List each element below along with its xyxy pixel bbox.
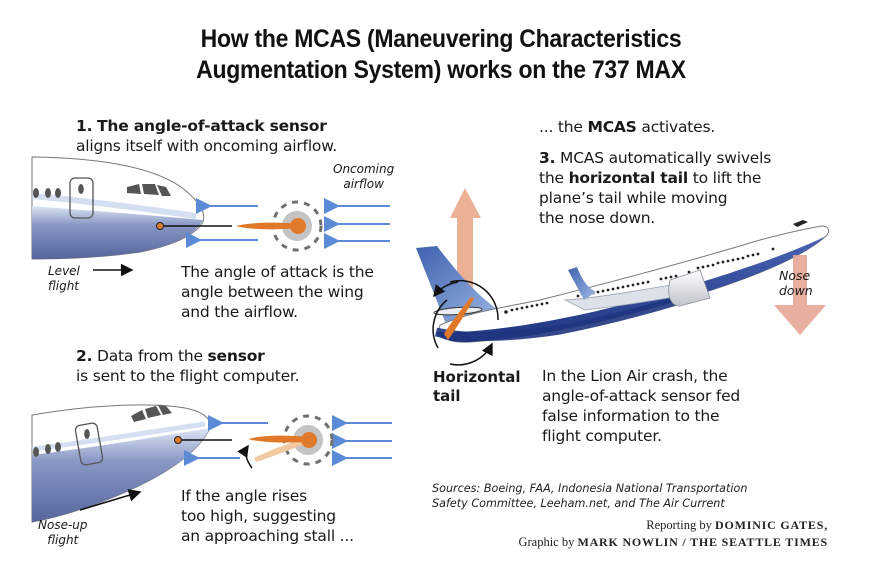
oncoming-airflow-label: Oncoming airflow xyxy=(333,162,395,191)
airflow-arrows-2 xyxy=(184,415,392,466)
nose-down-label: Nose down xyxy=(779,268,813,298)
step2-heading-bold: sensor xyxy=(207,347,265,365)
cockpit-window-icon xyxy=(131,405,172,422)
reporting-credit: Reporting by DOMINIC GATES, xyxy=(646,518,828,532)
step2-number: 2. xyxy=(76,347,93,365)
airflow-arrows-1 xyxy=(186,198,390,249)
boeing-737-max-plane xyxy=(416,220,830,343)
tail-rotation-indicator xyxy=(432,279,499,366)
title-line-2: Augmentation System) works on the 737 MA… xyxy=(196,56,686,84)
step3-heading: 3. MCAS automatically swivels the horizo… xyxy=(539,149,772,227)
level-flight-plane-nose xyxy=(31,156,232,260)
nose-up-plane-nose xyxy=(31,404,232,523)
nose-down-arrow xyxy=(774,255,826,335)
graphic-author-name: MARK NOWLIN / THE SEATTLE TIMES xyxy=(577,535,828,549)
step1-heading: 1. The angle-of-attack sensor aligns its… xyxy=(76,116,337,156)
level-flight-label: Level flight xyxy=(48,264,80,293)
cabin-windows xyxy=(504,247,775,314)
engine xyxy=(668,269,711,307)
aoa-sensor-vane-1 xyxy=(236,200,323,252)
cockpit-window-icon xyxy=(793,220,808,227)
door-icon xyxy=(69,177,94,219)
title-line-1: How the MCAS (Maneuvering Characteristic… xyxy=(200,25,682,53)
step1-caption: The angle of attack is the angle between… xyxy=(181,263,374,321)
step1-heading-bold: The angle-of-attack sensor xyxy=(97,117,327,135)
horizontal-tail-label: Horizontal tail xyxy=(433,368,521,405)
step1-number: 1. xyxy=(76,117,93,135)
graphic-credit: Graphic by MARK NOWLIN / THE SEATTLE TIM… xyxy=(518,535,828,549)
aoa-sensor-vane-2 xyxy=(237,414,334,469)
sources-credit: Sources: Boeing, FAA, Indonesia National… xyxy=(432,482,748,510)
lion-air-note: In the Lion Air crash, the angle-of-atta… xyxy=(542,367,741,445)
step2-caption: If the angle rises too high, suggesting … xyxy=(181,487,354,545)
cockpit-window-icon xyxy=(127,184,171,196)
sensor-point-icon xyxy=(156,222,164,230)
step1-heading-rest: aligns itself with oncoming airflow. xyxy=(76,137,337,155)
nose-up-flight-arrow xyxy=(79,489,142,511)
door-icon xyxy=(74,422,104,466)
mcas-activates-text: ... the MCAS activates. xyxy=(539,118,716,136)
sensor-point-icon xyxy=(174,436,182,444)
window-icon xyxy=(33,188,39,198)
nose-up-flight-label: Nose-up flight xyxy=(38,518,88,547)
step3-number: 3. xyxy=(539,149,556,167)
page-title: How the MCAS (Maneuvering Characteristic… xyxy=(35,24,846,86)
step2-heading: 2. Data from the sensor is sent to the f… xyxy=(76,347,300,385)
reporter-name: DOMINIC GATES, xyxy=(715,518,828,532)
